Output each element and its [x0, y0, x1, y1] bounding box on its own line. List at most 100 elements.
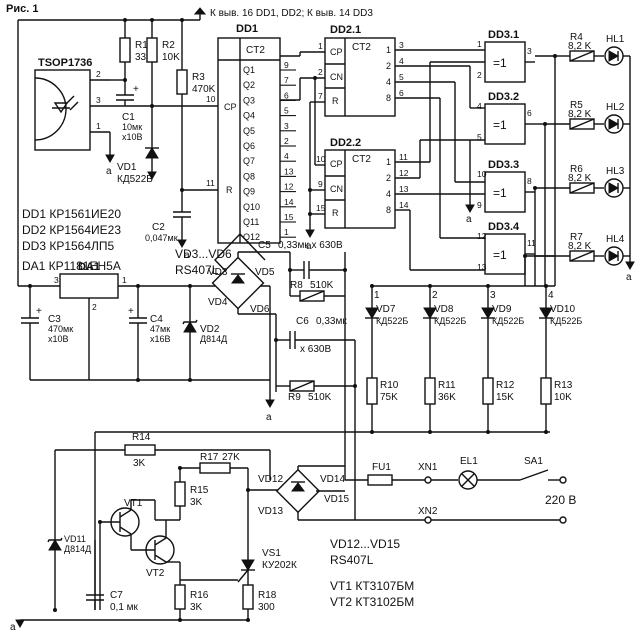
svg-text:+: + — [133, 84, 139, 95]
legend-vd12-15: VD12...VD15 — [330, 537, 400, 551]
r13-val: 10K — [554, 392, 572, 403]
c3-capacitor: + — [21, 284, 42, 380]
dd21-pin-3: 3 — [399, 40, 404, 50]
vt1-label: VT1 — [124, 498, 143, 509]
c7-ref: C7 — [110, 590, 123, 601]
dd33-pin-b: 9 — [477, 200, 482, 210]
c3-volt: x10B — [48, 334, 69, 344]
tsop-pin-3: 3 — [96, 95, 101, 105]
dd22-cp: CP — [330, 159, 343, 169]
c1-val: 10мк — [122, 122, 142, 132]
tsop-receiver — [34, 69, 218, 151]
vd2-val: Д814Д — [200, 334, 227, 344]
tsop-ground-label: a — [106, 166, 112, 177]
dd21-pin-4: 4 — [399, 56, 404, 66]
dd1-out-q4: Q4 — [243, 111, 255, 121]
legend-vd12-15-type: RS407L — [330, 553, 374, 567]
dd33-pin-a: 10 — [477, 169, 487, 179]
vd7-ref: VD7 — [376, 304, 396, 315]
c3-val: 470мк — [48, 324, 73, 334]
xn2-label: XN2 — [418, 506, 438, 517]
dd1-pin-q12: 1 — [284, 227, 289, 237]
bus-num-2: 2 — [432, 290, 438, 301]
r11-val: 36K — [438, 392, 456, 403]
dd2-2-counter — [324, 149, 396, 229]
xor-output-bus — [523, 54, 570, 286]
dd34-pin-a: 12 — [477, 231, 487, 241]
svg-text:+: + — [36, 306, 42, 317]
dd21-out-2: 2 — [386, 61, 391, 71]
c2-ref: C2 — [152, 222, 165, 233]
dd21-pin-7: 7 — [318, 91, 323, 101]
c2-capacitor — [173, 189, 218, 249]
vd1-val: КД522Б — [117, 174, 153, 185]
dd22-out-8: 8 — [386, 205, 391, 215]
bottom-ground-label: a — [10, 622, 16, 633]
r3-resistor — [176, 18, 188, 192]
dd31-name: DD3.1 — [488, 29, 519, 41]
r2-val: 10K — [162, 52, 180, 63]
r4-val: 8,2 K — [568, 41, 592, 52]
vt2-transistor — [130, 520, 181, 585]
xn1-label: XN1 — [418, 462, 438, 473]
tsop-name: TSOP1736 — [38, 57, 92, 69]
r5-ref: R5 — [570, 100, 583, 111]
r1-val: 330 — [135, 52, 152, 63]
dd1-out-q2: Q2 — [243, 80, 255, 90]
c5-val: 0,33мк x 630B — [278, 240, 343, 251]
mains-circuit — [345, 469, 567, 524]
dd21-out-8: 8 — [386, 93, 391, 103]
dd32-name: DD3.2 — [488, 91, 519, 103]
vd13-label: VD13 — [258, 506, 283, 517]
dd1-out-q10: Q10 — [243, 202, 260, 212]
r15-val: 3K — [190, 497, 203, 508]
r7-val: 8,2 K — [568, 241, 592, 252]
tsop-pin-2: 2 — [96, 69, 101, 79]
c7-val: 0,1 мк — [110, 602, 139, 613]
vd1-diode — [145, 106, 159, 181]
vd11-zener — [47, 530, 63, 610]
r1-ref: R1 — [135, 40, 148, 51]
dd21-pin-1: 1 — [318, 41, 323, 51]
r10-ref: R10 — [380, 380, 399, 391]
tsop-pin-1: 1 — [96, 121, 101, 131]
dd1-pin-q3: 6 — [284, 90, 289, 100]
r6-ref: R6 — [570, 164, 583, 175]
r6-val: 8,2 K — [568, 173, 592, 184]
vt2-label: VT2 — [146, 568, 165, 579]
dd31-pin-a: 1 — [477, 39, 482, 49]
da1-pin-3: 3 — [54, 275, 59, 285]
dd21-cn: CN — [330, 72, 343, 82]
dd22-cn: CN — [330, 184, 343, 194]
tsop-ground — [105, 132, 115, 164]
c2-ground-label: a — [184, 250, 190, 261]
c6-r9 — [274, 314, 357, 520]
r13-ref: R13 — [554, 380, 573, 391]
dd22-name: DD2.2 — [330, 137, 361, 149]
el1-label: EL1 — [460, 456, 478, 467]
bus-num-3: 3 — [490, 290, 496, 301]
legend-dd1: DD1 КР1561ИЕ20 — [22, 207, 121, 221]
dd1-counter — [217, 37, 281, 244]
r16-ref: R16 — [190, 590, 209, 601]
bridge-ground-label: a — [266, 412, 272, 423]
r7-ref: R7 — [570, 232, 583, 243]
vd11-val: Д814Д — [64, 544, 91, 554]
hl2-label: HL2 — [606, 102, 625, 113]
r12-ref: R12 — [496, 380, 515, 391]
dd22-pin-10: 10 — [316, 154, 326, 164]
figure-label: Рис. 1 — [6, 3, 38, 15]
r3-ref: R3 — [192, 72, 205, 83]
r16-resistor — [174, 584, 186, 622]
dd22-pin-15: 15 — [316, 203, 326, 213]
legend-dd3: DD3 КР1564ЛП5 — [22, 239, 115, 253]
vs1-val: КУ202К — [262, 560, 297, 571]
dd31-pin-o: 3 — [527, 46, 532, 56]
dd1-out-q7: Q7 — [243, 156, 255, 166]
vd8-ref: VD8 — [434, 304, 454, 315]
svg-text:+: + — [128, 306, 134, 317]
bridge-vd3-vd6 — [211, 232, 290, 409]
legend-da1: DA1 КР1181ЕН5А — [22, 259, 121, 273]
